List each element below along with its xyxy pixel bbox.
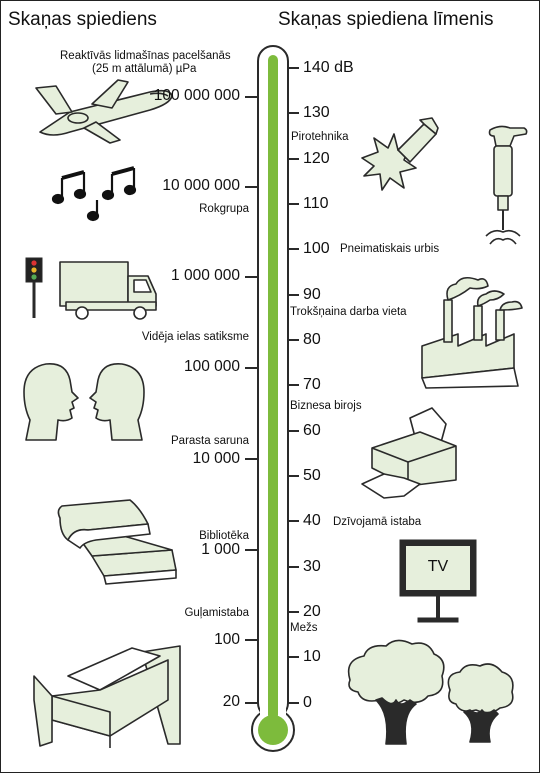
- label-gulamistaba: Guļamistaba: [184, 607, 249, 619]
- db-value-40: 40: [303, 512, 321, 529]
- db-value-30: 30: [303, 558, 321, 575]
- db-value-50: 50: [303, 467, 321, 484]
- left-ticks: [245, 96, 258, 704]
- right-ticks: [288, 67, 299, 704]
- label-mezs: Mežs: [290, 622, 318, 634]
- airplane-icon: [35, 79, 173, 144]
- truck-icon: [59, 261, 157, 320]
- faces-icon: [23, 363, 145, 441]
- traffic-light-icon: [25, 257, 43, 318]
- printer-icon: [361, 407, 457, 499]
- mercury-column: [268, 55, 278, 720]
- label-biblioteka: Bibliotēka: [199, 530, 249, 542]
- db-value-60: 60: [303, 422, 321, 439]
- label-pneimatiskais-urbis: Pneimatiskais urbis: [340, 243, 440, 255]
- pressure-value-2: 1 000 000: [171, 267, 240, 284]
- tv-label: TV: [427, 558, 449, 575]
- books-icon: [57, 499, 177, 585]
- db-value-140: 140 dB: [303, 59, 354, 76]
- thermometer: [251, 45, 295, 752]
- unit-note-line2: (25 m attālumā) µPa: [92, 63, 197, 75]
- tv-icon: [399, 539, 477, 623]
- music-notes-icon: [51, 166, 137, 222]
- firework-icon: [361, 117, 439, 191]
- db-value-90: 90: [303, 286, 321, 303]
- db-value-20: 20: [303, 603, 321, 620]
- pressure-value-1: 10 000 000: [162, 177, 240, 194]
- db-value-100: 100: [303, 240, 330, 257]
- pressure-value-4: 10 000: [192, 450, 240, 467]
- label-troksnaina-darba-vieta: Trokšņaina darba vieta: [290, 306, 407, 318]
- label-rokgrupa: Rokgrupa: [199, 203, 249, 215]
- pressure-value-5: 1 000: [201, 541, 240, 558]
- bed-icon: [33, 645, 181, 748]
- db-value-110: 110: [303, 195, 329, 212]
- db-value-70: 70: [303, 376, 321, 393]
- label-parasta-saruna: Parasta saruna: [171, 435, 249, 447]
- label-ielas-satiksme: Vidēja ielas satiksme: [141, 331, 249, 343]
- label-pirotehnika: Pirotehnika: [291, 131, 349, 143]
- pressure-value-7: 20: [222, 693, 240, 710]
- pressure-value-0: 100 000 000: [153, 87, 240, 104]
- db-value-0: 0: [303, 694, 312, 711]
- left-title: Skaņas spiediens: [8, 9, 157, 30]
- jackhammer-icon: [485, 125, 528, 245]
- pressure-value-6: 100: [214, 631, 240, 648]
- db-value-120: 120: [303, 150, 330, 167]
- db-value-80: 80: [303, 331, 321, 348]
- mercury-bulb: [258, 715, 288, 745]
- db-value-130: 130: [303, 104, 330, 121]
- right-title: Skaņas spiediena līmenis: [278, 9, 494, 30]
- trees-icon: [347, 639, 514, 745]
- db-value-10: 10: [303, 648, 321, 665]
- label-biznesa-birojs: Biznesa birojs: [290, 400, 362, 412]
- pressure-value-3: 100 000: [183, 358, 240, 375]
- factory-icon: [421, 276, 523, 389]
- unit-note-line1: Reaktīvās lidmašīnas pacelšanās: [60, 50, 231, 62]
- label-dzivojama-istaba: Dzīvojamā istaba: [333, 516, 422, 528]
